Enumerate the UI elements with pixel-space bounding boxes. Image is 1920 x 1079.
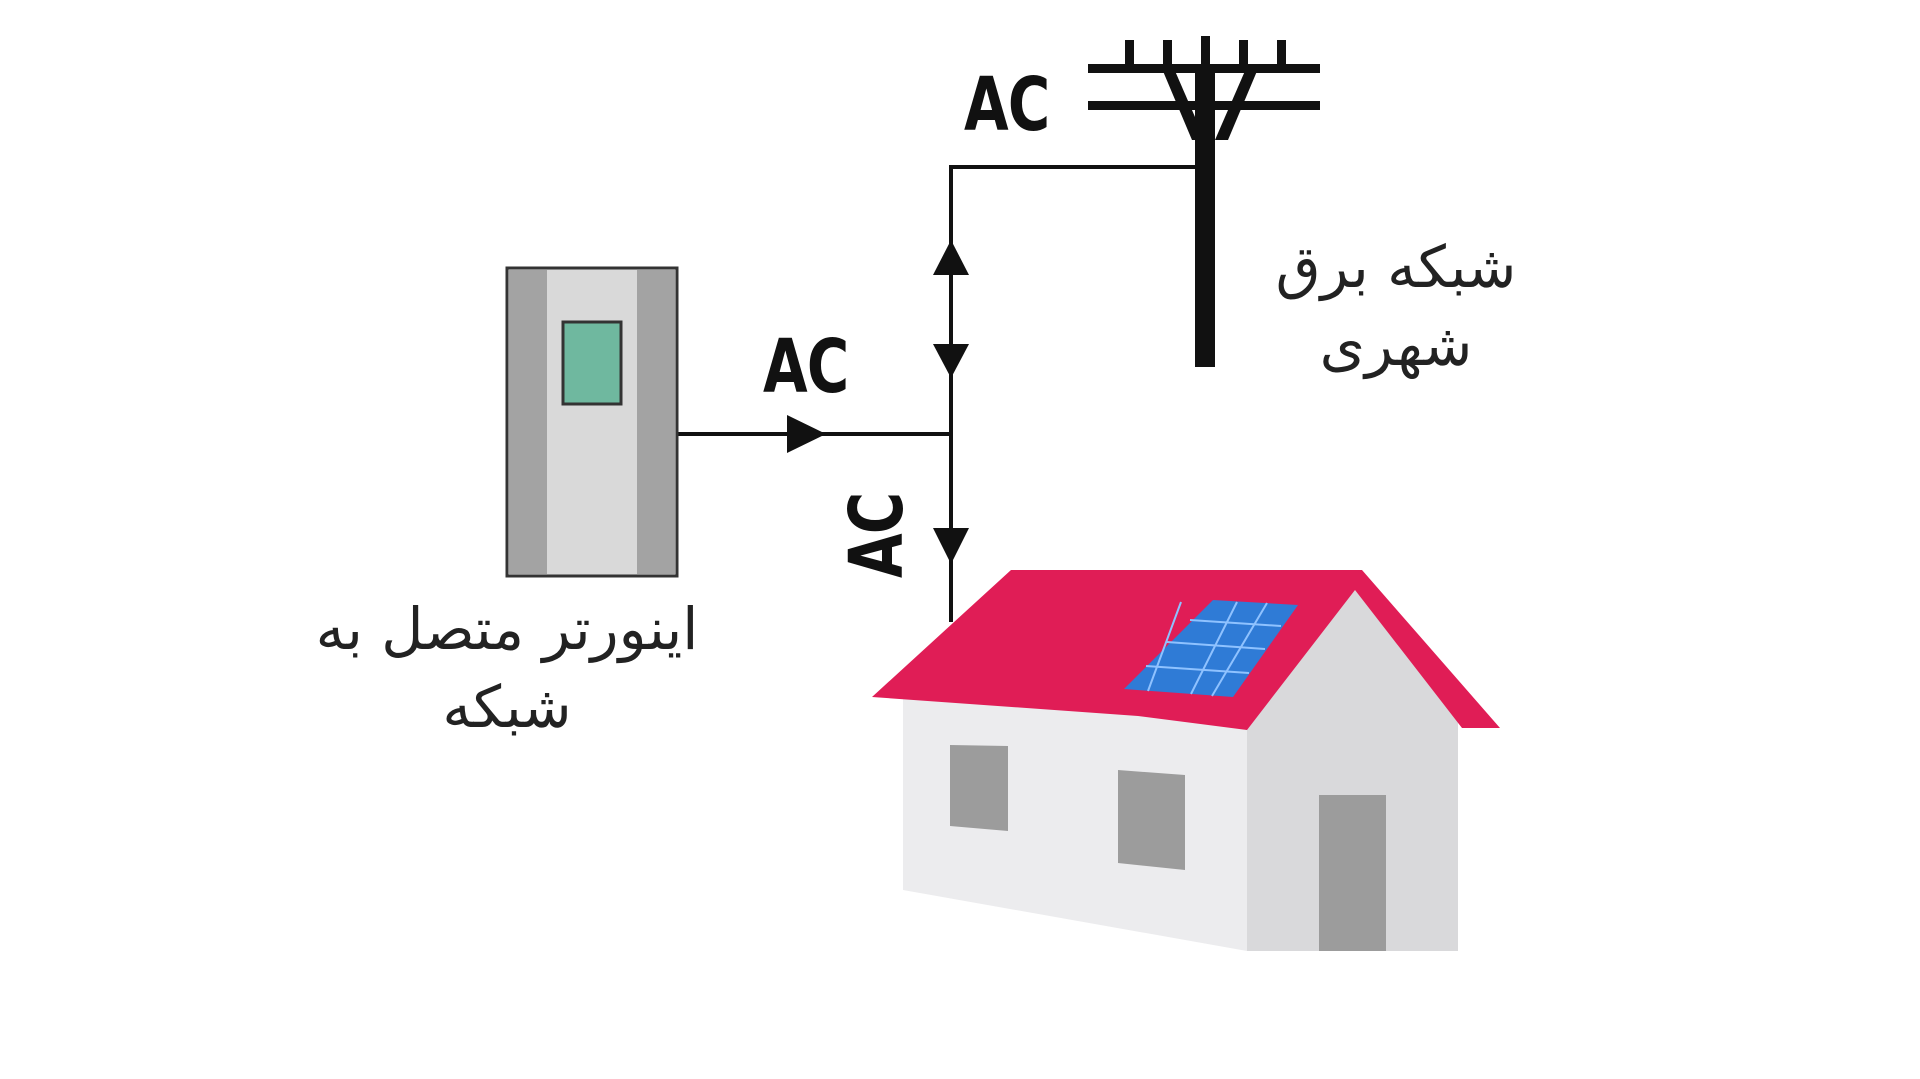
door [1319, 795, 1386, 951]
ac-label-grid: AC [964, 62, 1050, 148]
inverter-label-line2: شبکه [442, 673, 572, 741]
wire-grid-to-junction [949, 165, 1197, 622]
house-side-wall [1247, 583, 1458, 951]
utility-pole-icon [1088, 36, 1320, 367]
inverter-icon [505, 266, 679, 578]
grid-label: شبکه برق شهری [1225, 228, 1567, 384]
window-left [950, 745, 1008, 831]
grid-label-line2: شهری [1319, 311, 1473, 379]
ac-label-house: AC [834, 492, 920, 578]
window-right [1118, 770, 1185, 870]
arrow-up-icon [933, 240, 969, 275]
grid-label-line1: شبکه برق [1275, 233, 1517, 301]
ac-label-inverter: AC [763, 324, 849, 410]
arrow-right-icon [787, 415, 826, 453]
inverter-label: اینورتر متصل به شبکه [283, 590, 731, 746]
ac-wires [677, 165, 1197, 622]
arrow-down-icon [933, 528, 969, 564]
inverter-label-line1: اینورتر متصل به [315, 595, 699, 663]
house-icon [872, 570, 1500, 951]
arrow-down-icon [933, 344, 969, 378]
flow-arrows [787, 240, 969, 564]
solar-panel-icon [1124, 600, 1298, 697]
